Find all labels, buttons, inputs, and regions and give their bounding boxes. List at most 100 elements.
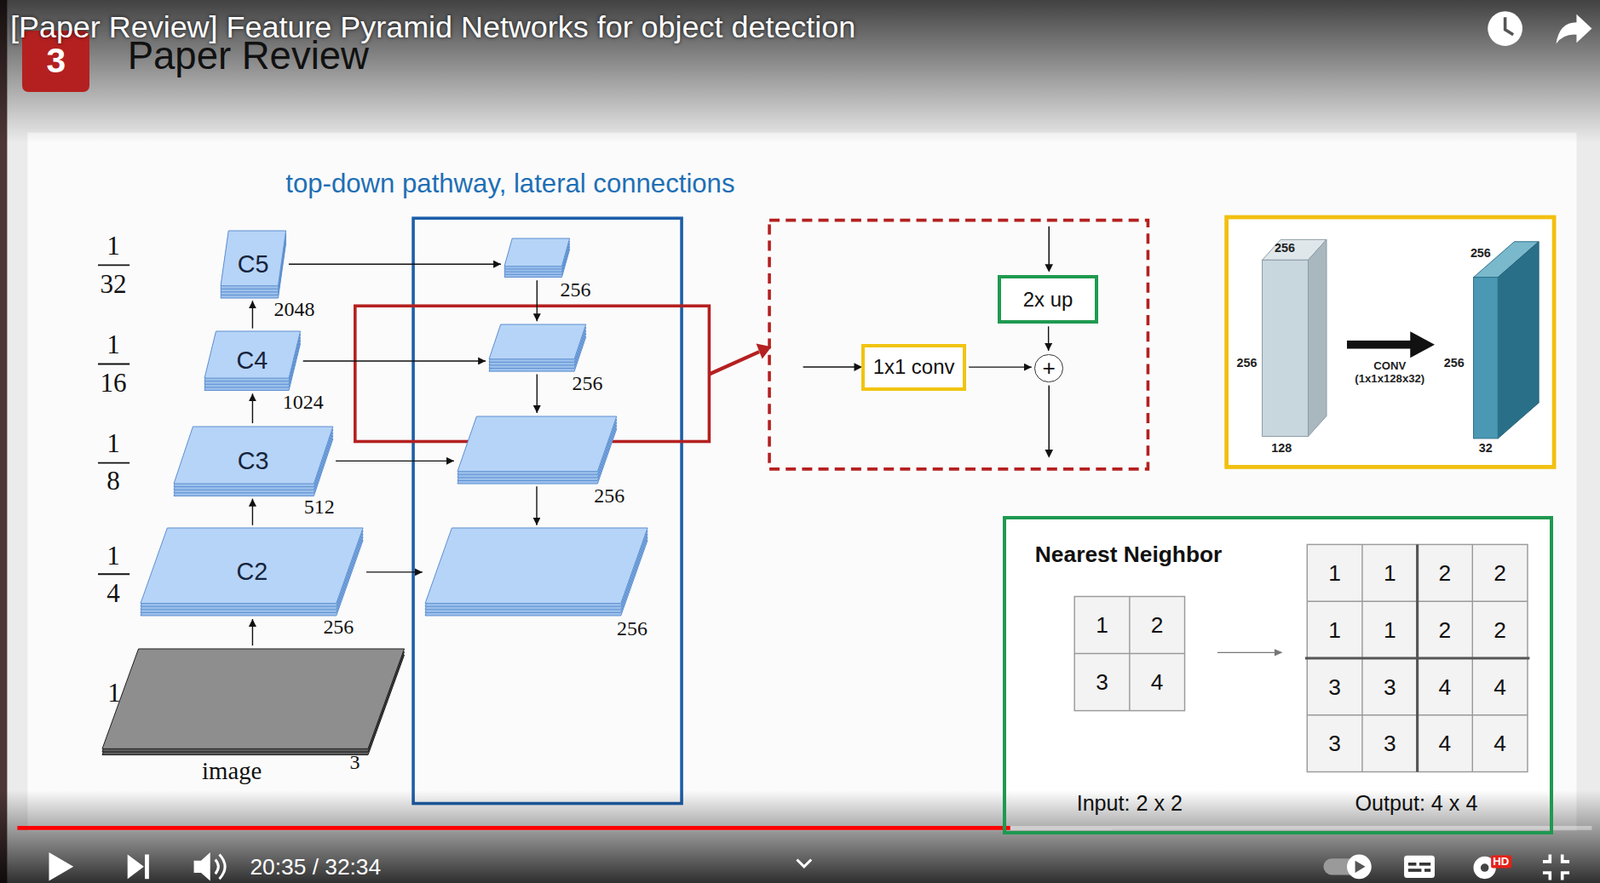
grid-cell: 2 bbox=[1493, 617, 1507, 644]
layer bbox=[140, 528, 363, 605]
bottom-shade bbox=[0, 790, 1600, 883]
connector-arrow bbox=[536, 374, 538, 415]
volume-icon bbox=[215, 859, 219, 875]
output-arrow bbox=[1047, 385, 1050, 450]
upsample-panel-ground bbox=[1002, 516, 1554, 835]
section-number: 3 bbox=[46, 40, 67, 81]
scale-denominator: 32 bbox=[99, 269, 127, 300]
play-icon bbox=[48, 852, 74, 882]
layer bbox=[220, 230, 287, 287]
grid-cell: 2 bbox=[1438, 560, 1452, 587]
channel-count: 512 bbox=[304, 495, 335, 520]
connector-arrow bbox=[252, 499, 254, 526]
slide-subheading: top-down pathway, lateral connections bbox=[285, 168, 735, 200]
chevron-icon bbox=[796, 859, 812, 867]
grid-cell: 2 bbox=[1151, 612, 1164, 639]
input-arrow bbox=[803, 366, 856, 369]
image-label: image bbox=[201, 757, 262, 786]
grid-cell: 4 bbox=[1493, 730, 1507, 757]
fraction-bar bbox=[97, 264, 130, 266]
pyramid-feature-map: 256 bbox=[504, 238, 570, 278]
share-icon bbox=[1555, 14, 1592, 45]
layer bbox=[489, 324, 587, 360]
backbone-feature-map: C41024 bbox=[204, 331, 301, 391]
sum-sign: + bbox=[1042, 355, 1056, 381]
hd-badge: HD bbox=[1490, 855, 1512, 869]
backbone-feature-map: C2256 bbox=[140, 528, 363, 616]
grid-cell: 3 bbox=[1328, 674, 1342, 701]
sum-node: + bbox=[1034, 354, 1064, 384]
next-icon bbox=[127, 854, 144, 880]
upsample-box: 2x up bbox=[997, 275, 1098, 323]
connector-arrow bbox=[968, 366, 1032, 368]
zoom-frame bbox=[769, 220, 1148, 470]
tensor-dimension: 128 bbox=[1271, 441, 1292, 456]
watch-later-icon bbox=[1505, 17, 1514, 35]
tensor-side bbox=[1497, 241, 1539, 439]
tensor-dimension: 256 bbox=[1444, 356, 1465, 371]
connector-arrow bbox=[1047, 326, 1049, 352]
channel-count: 256 bbox=[593, 484, 625, 509]
grid-cell: 1 bbox=[1383, 617, 1397, 644]
grid-cell: 4 bbox=[1493, 674, 1507, 701]
connector-arrow bbox=[536, 280, 538, 322]
subtitles-icon bbox=[1424, 869, 1431, 873]
channel-count: 2048 bbox=[274, 298, 316, 323]
pyramid-feature-map: 256 bbox=[457, 416, 617, 484]
scale-numerator: 1 bbox=[106, 329, 121, 361]
panel-heading: Nearest Neighbor bbox=[1035, 541, 1222, 568]
stage-name: C2 bbox=[235, 558, 268, 587]
tensor-dimension: 256 bbox=[1470, 246, 1491, 261]
autoplay-knob bbox=[1346, 854, 1372, 880]
grid-caption: Output: 4 x 4 bbox=[1354, 790, 1478, 816]
scale-numerator: 1 bbox=[106, 428, 121, 460]
progress-buffer bbox=[1010, 826, 1113, 831]
tensor-dimension: 256 bbox=[1274, 241, 1295, 256]
scale-numerator: 1 bbox=[106, 541, 121, 572]
connector-arrow bbox=[303, 360, 486, 362]
tensor-front bbox=[1262, 259, 1309, 437]
connector-arrow bbox=[252, 619, 254, 646]
layer bbox=[204, 331, 301, 379]
fraction-bar bbox=[97, 363, 130, 366]
progress-played bbox=[17, 826, 1010, 831]
connector-arrow bbox=[252, 300, 254, 329]
tensor-side bbox=[1307, 239, 1327, 437]
channel-count: 256 bbox=[560, 278, 592, 303]
tensor-dimension: 256 bbox=[1237, 356, 1258, 371]
grid-cell: 3 bbox=[1095, 669, 1109, 696]
settings-icon bbox=[1480, 863, 1490, 873]
top-shade bbox=[0, 0, 1600, 144]
layer-stack bbox=[504, 238, 570, 278]
autoplay-knob-icon bbox=[1355, 861, 1366, 874]
connector-arrow bbox=[535, 486, 537, 526]
conv-box: 1x1 conv bbox=[861, 344, 966, 392]
subtitles-icon bbox=[1408, 869, 1422, 873]
grid-caption: Input: 2 x 2 bbox=[1076, 790, 1183, 816]
box-label: 2x up bbox=[1023, 287, 1074, 312]
grid-cell: 1 bbox=[1095, 612, 1109, 639]
connector-arrow bbox=[252, 393, 254, 424]
slide-panel bbox=[27, 132, 1577, 832]
pyramid-feature-map: 256 bbox=[425, 528, 648, 616]
grid-cell: 4 bbox=[1438, 674, 1452, 701]
connector-arrow bbox=[366, 571, 423, 573]
upsample-arrow bbox=[1217, 652, 1276, 654]
layer-stack bbox=[489, 324, 587, 372]
zoom-arrow bbox=[708, 351, 760, 375]
subtitles-icon bbox=[1408, 863, 1417, 867]
conv-arrow-head bbox=[1410, 331, 1435, 358]
grid-cell: 2 bbox=[1438, 617, 1452, 644]
fraction-bar bbox=[97, 462, 130, 465]
grid-cell: 3 bbox=[1328, 730, 1342, 757]
subtitles-icon bbox=[1404, 856, 1435, 879]
channel-count: 256 bbox=[616, 617, 648, 642]
arrow-head bbox=[1044, 449, 1054, 459]
subtitles-icon bbox=[1419, 863, 1431, 867]
upsample-panel: Nearest Neighbor bbox=[1002, 516, 1554, 835]
grid-cell: 2 bbox=[1493, 560, 1507, 587]
tensor-front bbox=[1473, 277, 1498, 439]
channel-count: 1024 bbox=[282, 391, 324, 415]
